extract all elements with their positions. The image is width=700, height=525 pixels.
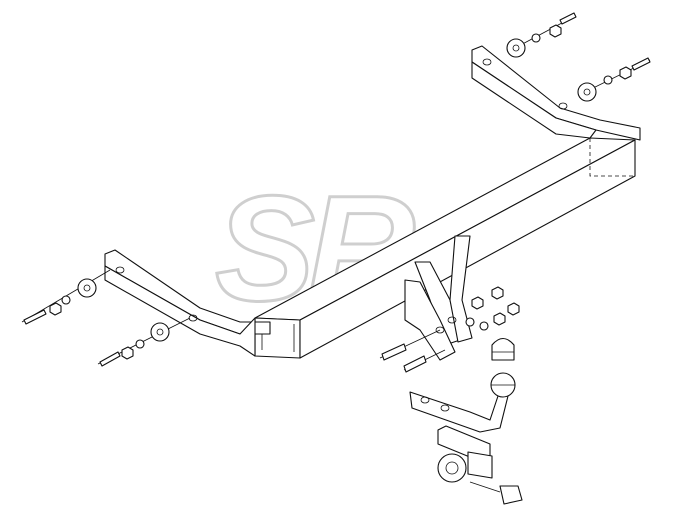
bolt-icon (559, 12, 577, 25)
tow-ball-neck (409, 391, 509, 433)
bolt-icon (381, 343, 407, 361)
washer-icon (77, 278, 97, 298)
left-mounting-bracket (104, 249, 271, 357)
washer-icon (603, 75, 613, 85)
nut-icon (49, 302, 62, 316)
nut-icon (491, 286, 504, 300)
nut-icon (471, 296, 484, 310)
fasteners-right-mid (577, 57, 651, 102)
washer-icon (150, 322, 170, 342)
socket-plug (469, 481, 523, 505)
bolt-icon (631, 57, 651, 71)
fasteners-left-lower (97, 317, 191, 367)
washer-icon (506, 38, 526, 58)
fasteners-top-right (506, 12, 577, 58)
nut-icon (549, 24, 562, 38)
nut-icon (121, 346, 134, 360)
nut-icon (507, 302, 520, 316)
washer-icon (577, 82, 597, 102)
nut-icon (619, 66, 632, 80)
washer-icon (531, 33, 541, 43)
socket-icon (437, 451, 493, 483)
bolt-icon (23, 309, 47, 325)
washer-icon (61, 295, 71, 305)
fasteners-left-upper (21, 269, 111, 325)
fasteners-center (379, 286, 520, 373)
washer-icon (135, 339, 145, 349)
washer-icon (479, 321, 489, 331)
ball-mount-plates (404, 235, 473, 361)
washer-icon (465, 317, 475, 327)
bolt-icon (403, 355, 427, 373)
nut-icon (493, 312, 506, 326)
tow-ball-icon (490, 372, 516, 398)
bolt-icon (99, 351, 121, 367)
right-mounting-bracket (471, 45, 641, 141)
ball-cover-icon (491, 337, 515, 361)
